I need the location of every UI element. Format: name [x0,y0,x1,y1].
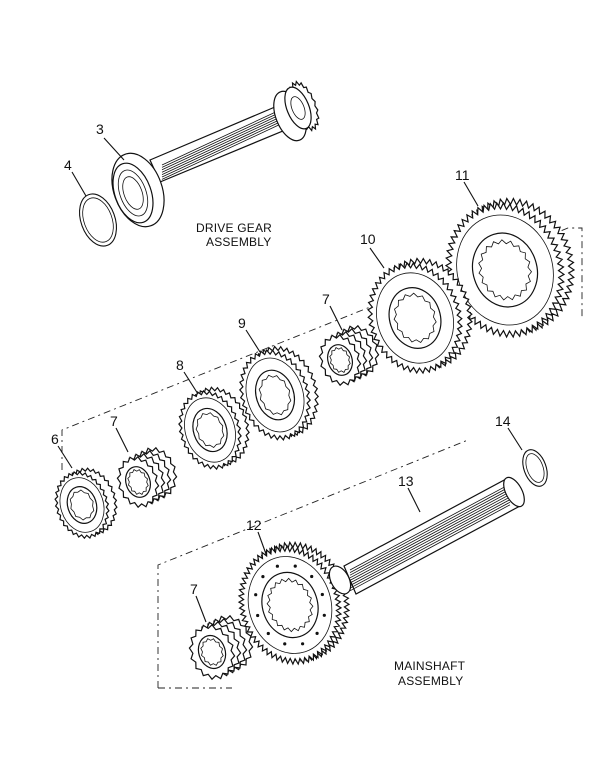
callout-10: 10 [360,231,376,247]
sliding-clutch-7-lower [188,614,254,681]
gear-6 [54,467,118,540]
callout-12: 12 [246,517,262,533]
assembly-captions: DRIVE GEAR ASSEMBLY MAINSHAFT ASSEMBLY [196,221,466,688]
assembly-boundary [61,227,583,689]
snap-ring-4 [78,193,118,247]
gear-8 [178,386,250,471]
callout-7-lower: 7 [190,581,198,597]
callouts: 3 4 11 10 7 9 8 7 6 14 13 12 7 [51,121,511,597]
callout-7-upper: 7 [322,291,330,307]
callout-6: 6 [51,431,59,447]
callout-8: 8 [176,357,184,373]
gear-12 [237,540,351,666]
snap-ring-14 [522,449,548,487]
callout-14: 14 [495,413,511,429]
drive-gear-shaft [149,80,320,183]
mainshaft-caption-line1: MAINSHAFT [394,659,466,673]
mainshaft-caption-line2: ASSEMBLY [398,674,463,688]
callout-9: 9 [238,315,246,331]
sliding-clutch-7-middle [116,446,178,509]
callout-7-middle: 7 [110,413,118,429]
bearing-3 [111,152,165,228]
drive-gear-caption-line2: ASSEMBLY [206,235,271,249]
callout-11: 11 [455,167,470,183]
sliding-clutch-7-upper [318,324,380,387]
gear-10 [367,257,473,375]
callout-4: 4 [64,157,72,173]
callout-3: 3 [96,121,104,137]
callout-13: 13 [398,473,414,489]
gear-9 [238,345,320,442]
drive-gear-caption-line1: DRIVE GEAR [196,221,272,235]
gear-11 [444,197,576,339]
leader-lines [57,137,523,623]
mainshaft-13 [328,476,525,595]
